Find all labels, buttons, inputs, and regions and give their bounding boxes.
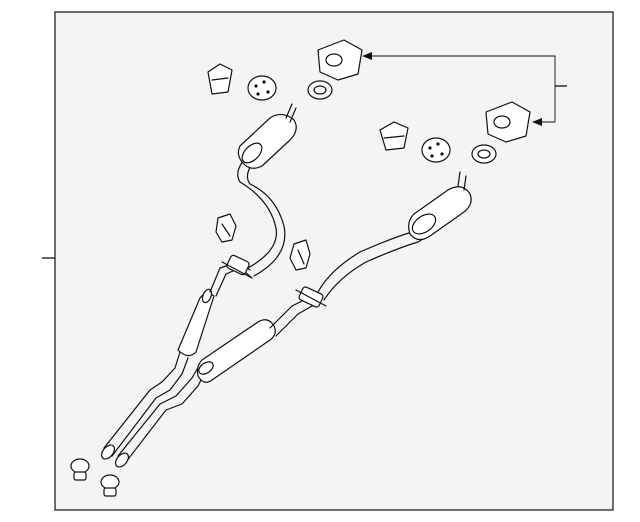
insulator-icon [247, 75, 277, 101]
muffler-left-icon [237, 103, 297, 169]
resonator-left-icon [177, 288, 215, 357]
hanger-bracket-icon [379, 121, 409, 151]
leader-arrows [362, 52, 556, 126]
diagram-frame [54, 11, 614, 511]
hanger-bracket-icon [207, 63, 233, 95]
clamp-right-icon [100, 474, 120, 497]
clamp-left-upper-icon [209, 254, 253, 297]
insulator-icon [421, 137, 451, 163]
right-up-pipe [317, 227, 429, 301]
left-pipe [103, 351, 189, 457]
clamp-right-upper-icon [295, 286, 327, 308]
clamp-icon [471, 144, 497, 164]
tailpipe-tip-right-icon [114, 452, 130, 468]
muffler-right-icon [408, 171, 472, 241]
resonator-right-icon [196, 319, 276, 383]
clamp-icon [307, 80, 333, 100]
left-up-pipe [237, 159, 286, 277]
hanger-bracket-icon [215, 213, 237, 243]
clamp-left-icon [70, 458, 90, 481]
heat-shield-icon [317, 39, 363, 81]
heat-shield-icon [485, 101, 531, 143]
hanger-bracket-icon [289, 239, 311, 271]
right-pipe [117, 363, 207, 463]
tailpipe-tip-left-icon [100, 444, 116, 460]
